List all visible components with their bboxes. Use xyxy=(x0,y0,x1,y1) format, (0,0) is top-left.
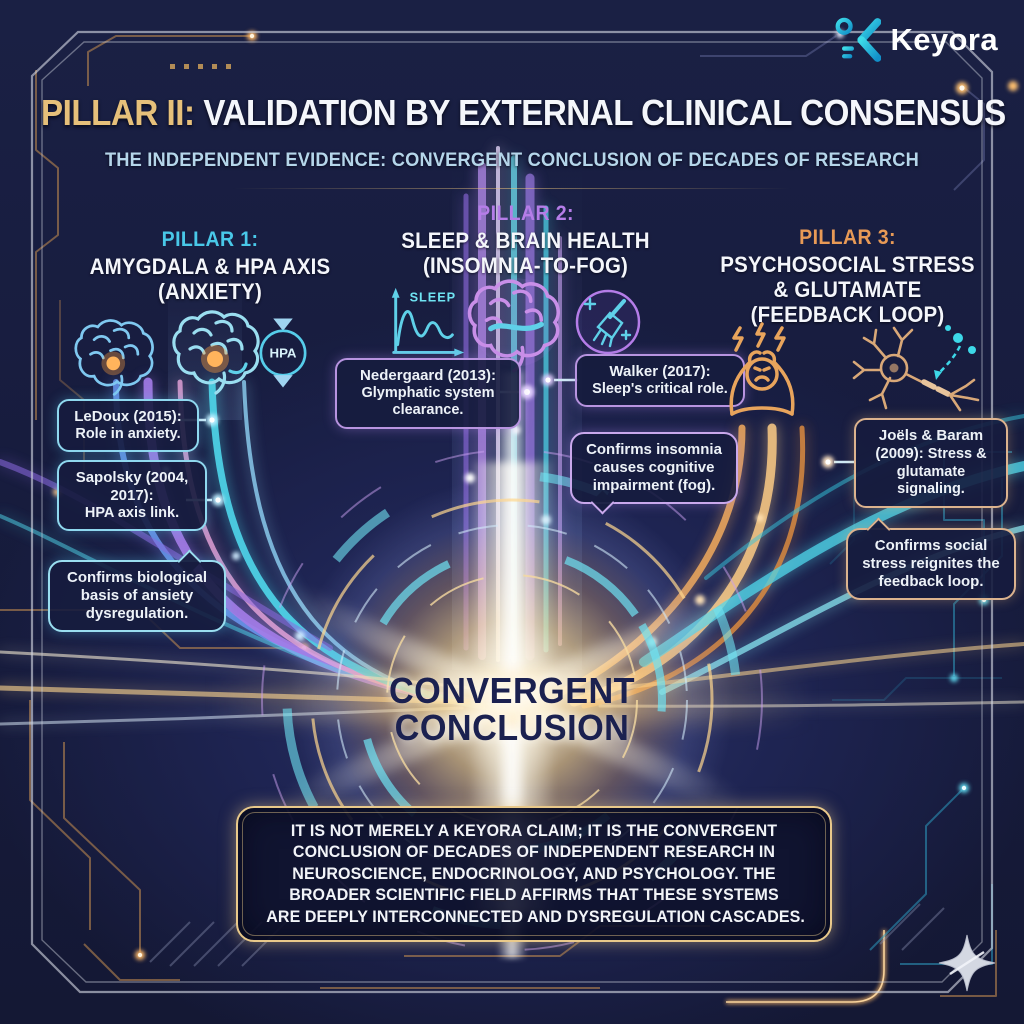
convergent-conclusion-title: CONVERGENT CONCLUSION xyxy=(26,672,999,747)
footer-line: CONCLUSION OF DECADES OF INDEPENDENT RES… xyxy=(292,843,776,862)
pillar2-title-line1: SLEEP & BRAIN HEALTH xyxy=(401,228,650,253)
footer-line: NEUROSCIENCE, ENDOCRINOLOGY, AND PSYCHOL… xyxy=(292,864,776,883)
glymphatic-cleaning-icon xyxy=(575,289,641,355)
citation-sapolsky: Sapolsky (2004, 2017): HPA axis link. xyxy=(57,460,207,532)
citation-body: HPA axis link. xyxy=(84,505,180,521)
citation-heading: Sapolsky (2004, 2017): xyxy=(75,469,189,504)
brand-name: Keyora xyxy=(890,22,998,57)
pillar1-title-line1: AMYGDALA & HPA AXIS xyxy=(89,254,331,279)
pillar2-label: PILLAR 2: xyxy=(477,202,574,225)
pillar2-conclusion-bubble: Confirms insomnia causes cognitive impai… xyxy=(570,432,738,504)
pillar3-heading: PILLAR 3: PSYCHOSOCIAL STRESS & GLUTAMAT… xyxy=(710,226,984,327)
pillar1-title-line2: (ANXIETY) xyxy=(158,279,262,305)
pillar1-label: PILLAR 1: xyxy=(161,228,259,251)
page-title: PILLAR II: VALIDATION BY EXTERNAL CLINIC… xyxy=(40,92,1006,134)
footer-line: IT IS NOT MERELY A KEYORA CLAIM; IT IS T… xyxy=(290,822,778,840)
header-divider xyxy=(232,188,792,189)
title-accent: PILLAR II: xyxy=(40,92,195,133)
pillar3-conclusion-bubble: Confirms social stress reignites the fee… xyxy=(846,528,1016,600)
neuron-icon xyxy=(852,325,980,412)
sleep-label: SLEEP xyxy=(410,290,457,305)
hpa-cycle-icon: HPA xyxy=(259,318,307,388)
page-subtitle: THE INDEPENDENT EVIDENCE: CONVERGENT CON… xyxy=(104,150,920,171)
citation-joels-baram: Joëls & Baram (2009): Stress & glutamate… xyxy=(854,418,1008,508)
convergent-line1: CONVERGENT xyxy=(388,670,636,711)
convergent-line2: CONCLUSION xyxy=(394,707,630,749)
citation-nedergaard: Nedergaard (2013): Glymphatic system cle… xyxy=(335,358,521,429)
footer-statement: IT IS NOT MERELY A KEYORA CLAIM; IT IS T… xyxy=(236,806,832,943)
stressed-person-icon xyxy=(729,322,795,416)
citation-ledoux: LeDoux (2015): Role in anxiety. xyxy=(57,399,199,453)
pillar3-label: PILLAR 3: xyxy=(799,226,896,249)
pillar1-heading: PILLAR 1: AMYGDALA & HPA AXIS (ANXIETY) xyxy=(80,228,340,304)
citation-heading: Nedergaard (2013): xyxy=(360,367,496,384)
footer-line: BROADER SCIENTIFIC FIELD AFFIRMS THAT TH… xyxy=(289,886,779,905)
brain-icon xyxy=(74,319,154,396)
pillar3-title-line1: PSYCHOSOCIAL STRESS xyxy=(720,252,975,277)
key-icon xyxy=(836,17,882,63)
pillar2-heading: PILLAR 2: SLEEP & BRAIN HEALTH (INSOMNIA… xyxy=(379,202,672,278)
hpa-label: HPA xyxy=(269,345,296,360)
brand-logo: Keyora xyxy=(833,14,998,66)
sparkle-icon xyxy=(938,934,996,992)
citation-heading: LeDoux (2015): xyxy=(74,408,182,425)
footer-line: ARE DEEPLY INTERCONNECTED AND DYSREGULAT… xyxy=(266,907,805,926)
title-main: VALIDATION BY EXTERNAL CLINICAL CONSENSU… xyxy=(194,92,1006,133)
pillar2-title-line2: (INSOMNIA-TO-FOG) xyxy=(422,253,629,279)
citation-body: Glymphatic system clearance. xyxy=(361,385,495,419)
pillar3-title-line2: & GLUTAMATE xyxy=(773,277,922,303)
citation-body: Role in anxiety. xyxy=(75,426,181,442)
pillar1-conclusion-bubble: Confirms biological basis of ansiety dys… xyxy=(48,560,226,632)
